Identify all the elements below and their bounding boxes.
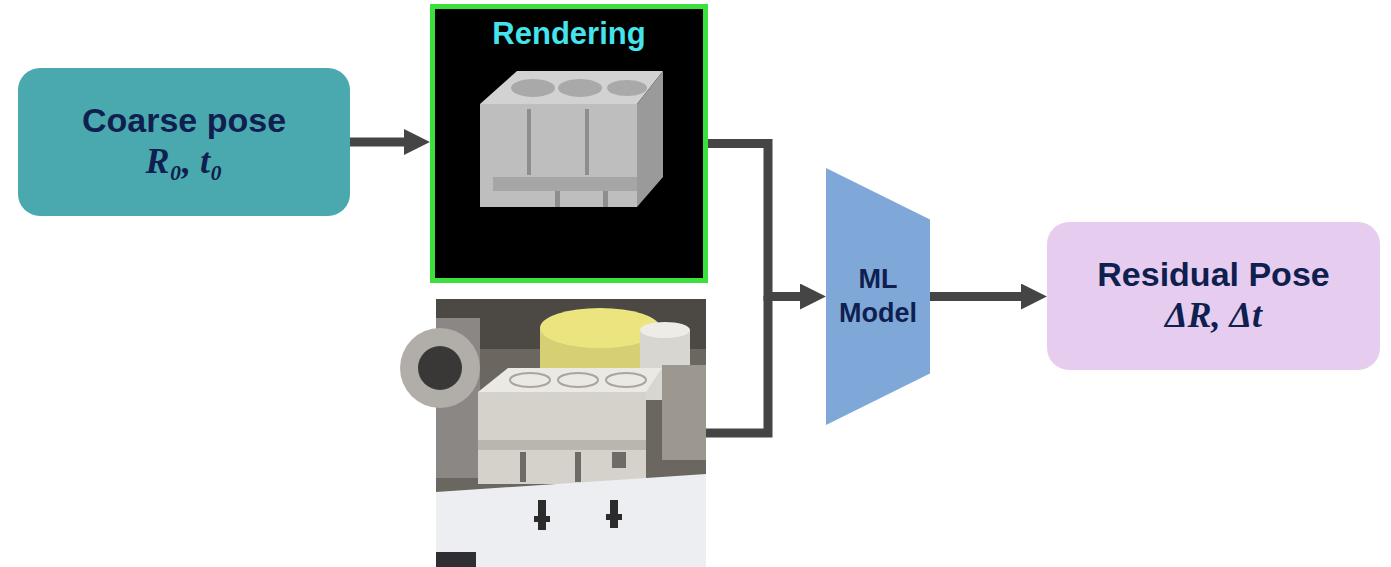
object-top bbox=[478, 368, 662, 392]
node-title: ML Model bbox=[832, 263, 924, 331]
object-hole bbox=[606, 373, 646, 387]
node-title: Rendering bbox=[492, 15, 645, 52]
object-slot bbox=[603, 191, 608, 207]
object-front bbox=[478, 392, 646, 484]
object-slot bbox=[585, 109, 589, 175]
node-title: Coarse pose bbox=[82, 101, 286, 140]
machine-wheel bbox=[400, 328, 480, 408]
photo-corner bbox=[436, 552, 476, 567]
object-hole bbox=[511, 79, 555, 97]
bolt-nut bbox=[534, 516, 550, 522]
machine-part bbox=[662, 365, 706, 460]
model-trapezoid: ML Model bbox=[826, 168, 930, 425]
flow-arrow bbox=[930, 292, 1035, 301]
object-hole bbox=[510, 373, 550, 387]
output-box: Residual PoseΔR, Δt bbox=[1047, 222, 1380, 370]
object-hole bbox=[558, 79, 602, 97]
object-slot bbox=[612, 452, 626, 468]
object-top bbox=[480, 71, 663, 104]
model-trapezoid-fill bbox=[826, 168, 930, 425]
object-hole bbox=[607, 80, 647, 96]
input-box: Coarse poseR₀, t₀ bbox=[18, 68, 350, 216]
object-front bbox=[480, 104, 637, 207]
object-slot bbox=[520, 452, 526, 482]
table-plate bbox=[436, 474, 706, 567]
object-ledge bbox=[493, 177, 637, 191]
bolt bbox=[538, 500, 546, 530]
photo-background bbox=[436, 299, 706, 567]
model-shape bbox=[826, 168, 930, 425]
node-formula: ΔR, Δt bbox=[1165, 294, 1262, 337]
node-formula: R₀, t₀ bbox=[145, 140, 222, 183]
flow-arrow bbox=[350, 138, 418, 147]
object-slot bbox=[527, 109, 531, 175]
node-title: Residual Pose bbox=[1097, 255, 1329, 294]
object-slot bbox=[555, 191, 560, 207]
bolt-nut bbox=[606, 514, 622, 520]
object-ledge bbox=[478, 440, 646, 450]
photo-wire bbox=[706, 296, 768, 433]
white-cylinder-top bbox=[640, 322, 690, 338]
flow-arrow bbox=[708, 144, 814, 297]
rendering-panel: Rendering bbox=[430, 4, 708, 283]
object-slot bbox=[575, 452, 581, 482]
machine-hub bbox=[418, 346, 462, 390]
object-hole bbox=[558, 373, 598, 387]
